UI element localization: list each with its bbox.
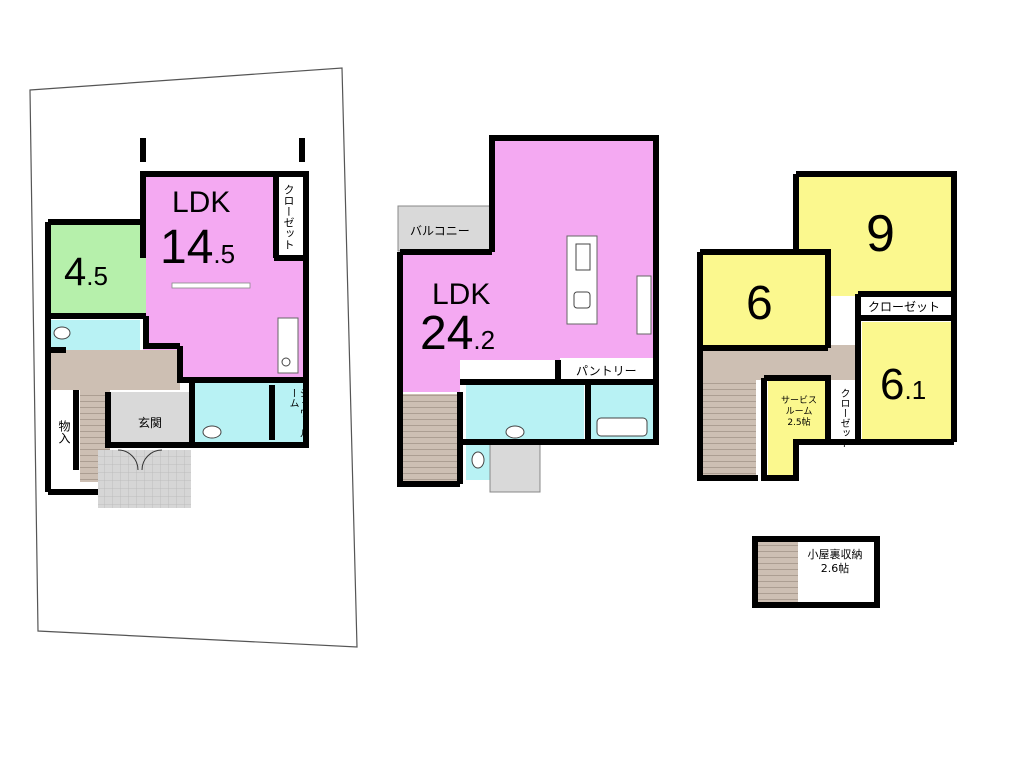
service-room-label: サービス ルーム 2.5帖 bbox=[772, 396, 826, 429]
service-room bbox=[768, 380, 828, 476]
balcony-label: バルコニー bbox=[410, 224, 470, 238]
bedroom-6 bbox=[700, 255, 828, 345]
closet-3f-v bbox=[830, 384, 858, 438]
washitsu-size-dec: .5 bbox=[86, 261, 108, 291]
floor-2 bbox=[397, 135, 659, 493]
attic-stairs bbox=[758, 542, 798, 602]
storage-label: 物入 bbox=[57, 420, 71, 444]
entrance-label: 玄関 bbox=[138, 416, 163, 430]
washitsu-size: 4.5 bbox=[64, 250, 108, 295]
lower-deck bbox=[489, 441, 541, 493]
floor-1 bbox=[29, 67, 358, 648]
bathtub-icon bbox=[596, 417, 648, 437]
door-swing-icon bbox=[117, 449, 139, 471]
shower-room bbox=[274, 382, 304, 442]
dining-table-1f bbox=[171, 282, 251, 289]
closet-label-3f-h: クローゼット bbox=[868, 300, 941, 314]
shower-room-label: シャワールーム bbox=[287, 388, 308, 438]
door-swing-icon bbox=[141, 449, 163, 471]
closet-label-3f-v: クローゼット bbox=[838, 388, 849, 448]
balcony bbox=[397, 205, 493, 252]
sink-icon bbox=[573, 291, 591, 309]
toilet-icon bbox=[471, 451, 485, 469]
room-6-1-int: 6 bbox=[880, 360, 905, 409]
attic bbox=[752, 536, 880, 608]
room-6-size: 6 bbox=[746, 277, 773, 330]
attic-frame bbox=[752, 536, 880, 608]
closet-3f-h bbox=[858, 294, 950, 314]
stairs-3f bbox=[702, 380, 756, 475]
entrance-room bbox=[110, 392, 190, 442]
hall-1f bbox=[48, 350, 180, 390]
washitsu-size-int: 4 bbox=[64, 250, 87, 294]
ldk-size-2f: 24.2 bbox=[420, 306, 495, 361]
ldk-label-2f: LDK bbox=[432, 278, 491, 311]
ldk-24-2-room bbox=[400, 138, 656, 392]
room-6-1-dec: .1 bbox=[904, 375, 927, 405]
attic-line2: 2.6帖 bbox=[820, 562, 850, 575]
closet-label-1f: クローゼット bbox=[282, 184, 295, 250]
lot-boundary bbox=[29, 67, 358, 648]
stove-icon bbox=[575, 243, 591, 271]
room-9-size: 9 bbox=[866, 205, 895, 263]
pantry-label: パントリー bbox=[576, 364, 637, 378]
ldk-size-2f-int: 24 bbox=[420, 307, 474, 360]
ldk-size-2f-dec: .2 bbox=[473, 325, 496, 355]
room-6-1-size: 6.1 bbox=[880, 360, 926, 410]
pantry bbox=[560, 358, 655, 380]
bedroom-6-1 bbox=[862, 322, 954, 439]
stairs-2f bbox=[402, 394, 458, 482]
sink-icon bbox=[202, 425, 222, 439]
kitchen-counter-1f bbox=[277, 317, 299, 374]
ldk-size-1f-int: 14 bbox=[160, 221, 214, 274]
counter-right bbox=[636, 275, 652, 335]
service-room-line1: サービス bbox=[780, 396, 817, 406]
ldk-size-1f: 14.5 bbox=[160, 220, 235, 275]
walls-2f bbox=[397, 135, 659, 487]
stove-icon bbox=[281, 357, 291, 367]
attic-line1: 小屋裏収納 bbox=[807, 548, 863, 561]
attic-label: 小屋裏収納 2.6帖 bbox=[800, 548, 870, 576]
washitsu-room bbox=[48, 222, 146, 314]
sink-icon bbox=[505, 425, 525, 439]
walls-1f bbox=[45, 171, 309, 495]
service-room-line2: ルーム bbox=[785, 407, 813, 417]
walls-3f bbox=[697, 171, 957, 481]
porch bbox=[98, 450, 191, 508]
toilet-icon bbox=[53, 326, 71, 340]
ldk-label-1f: LDK bbox=[172, 186, 231, 219]
closet-1f bbox=[276, 176, 304, 260]
service-room-line3: 2.5帖 bbox=[787, 418, 811, 428]
ldk-size-1f-dec: .5 bbox=[213, 239, 236, 269]
floor-3 bbox=[697, 171, 957, 481]
